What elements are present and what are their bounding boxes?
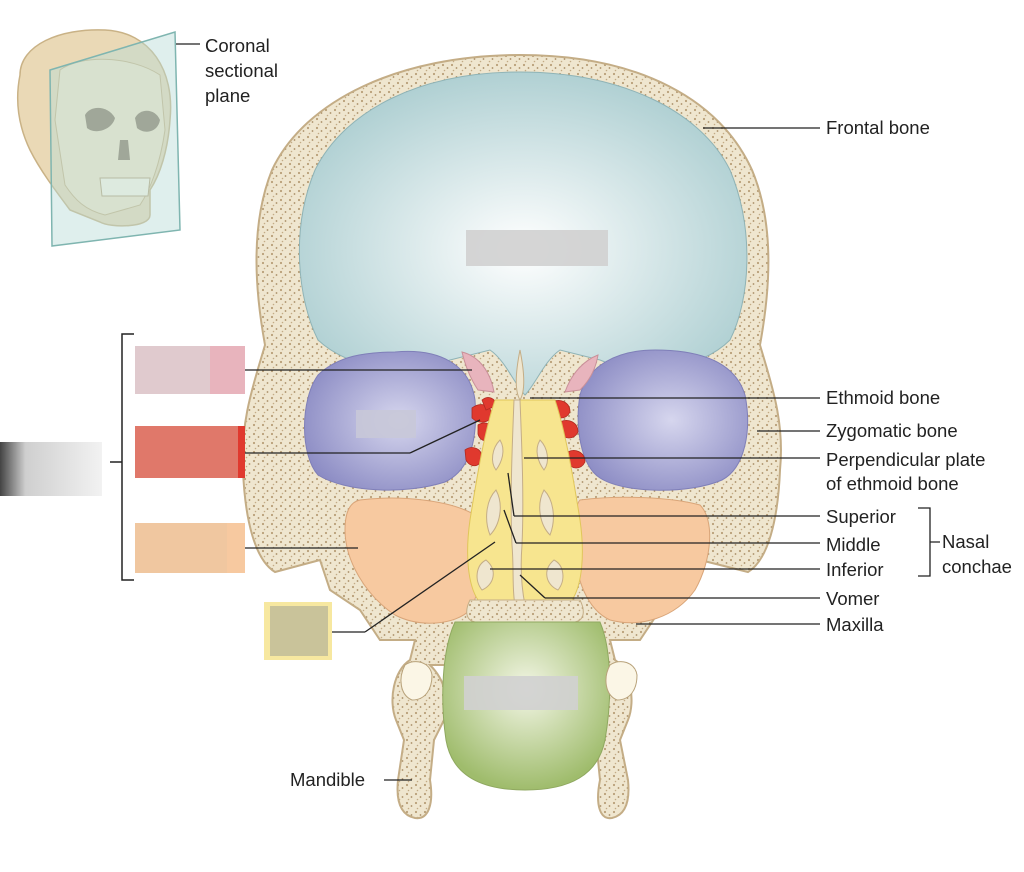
inset-skull: Coronal sectional plane <box>16 29 283 247</box>
coronal-plane-label: Coronal sectional plane <box>205 35 283 106</box>
hidden-label-ethmoid-cells-inner <box>135 426 238 478</box>
nasal-conchae-shapes <box>476 439 564 591</box>
hard-palate <box>466 599 584 623</box>
middle-concha-label: Middle <box>826 534 881 555</box>
frontal-sinus-right <box>564 354 599 393</box>
hidden-label-orbit <box>356 410 416 438</box>
leader-lines-right <box>384 127 940 781</box>
skull-orbit-right <box>135 110 160 132</box>
orbit-right <box>577 349 749 491</box>
hidden-label-nasal-cavity-inner <box>270 606 328 656</box>
hidden-label-paranasal-sinuses <box>0 442 102 496</box>
superior-concha-label: Superior <box>826 506 896 527</box>
tooth-right <box>605 661 638 701</box>
perpendicular-plate-label: Perpendicular plate of ethmoid bone <box>826 449 991 494</box>
maxillary-sinus-left <box>344 497 485 624</box>
skull-nose <box>118 140 130 160</box>
leader-lines-left <box>245 369 496 633</box>
redacted-label-boxes <box>0 230 608 710</box>
hidden-label-oral-cavity <box>464 676 578 710</box>
coronal-plane <box>49 30 181 247</box>
zygomatic-bone-label: Zygomatic bone <box>826 420 958 441</box>
hidden-label-cranial-cavity <box>466 230 608 266</box>
maxilla-label: Maxilla <box>826 614 884 635</box>
skull-teeth <box>99 177 151 197</box>
vomer-label: Vomer <box>826 588 879 609</box>
tooth-left <box>400 661 433 701</box>
coronal-section <box>241 53 782 820</box>
skull-face <box>54 58 166 216</box>
inferior-concha-label: Inferior <box>826 559 884 580</box>
hidden-label-maxillary-sinus-inner <box>135 523 227 573</box>
frontal-sinus-left <box>461 351 495 393</box>
hidden-label-frontal-sinus-inner <box>135 346 210 394</box>
frontal-bone-label: Frontal bone <box>826 117 930 138</box>
nasal-conchae-label: Nasal conchae <box>942 531 1012 577</box>
ethmoid-bone-label: Ethmoid bone <box>826 387 940 408</box>
mandible-label: Mandible <box>290 769 365 790</box>
skull-orbit-left <box>85 107 115 132</box>
paranasal-bracket <box>110 333 134 581</box>
